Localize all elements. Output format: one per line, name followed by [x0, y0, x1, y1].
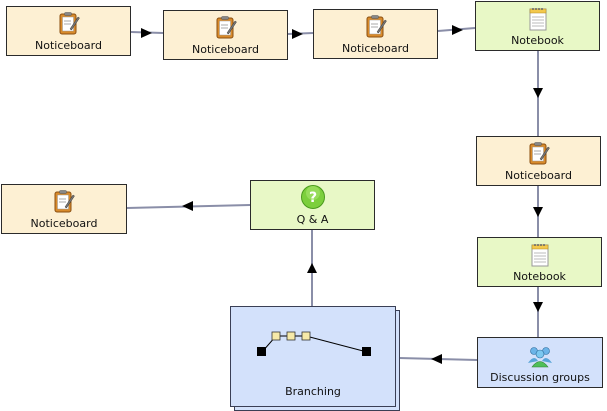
- activity-noticeboard-5[interactable]: Noticeboard: [1, 184, 127, 234]
- svg-text:?: ?: [308, 190, 316, 206]
- clipboard-pencil-icon: [54, 190, 75, 213]
- activity-label: Branching: [285, 385, 341, 398]
- activity-branching[interactable]: Branching: [230, 306, 396, 407]
- activity-qa[interactable]: ? Q & A: [250, 180, 375, 230]
- activity-label: Q & A: [296, 213, 329, 226]
- clipboard-pencil-icon: [216, 16, 237, 39]
- activity-noticeboard-3[interactable]: Noticeboard: [313, 9, 438, 59]
- arrowhead-n7-n8: [431, 354, 442, 364]
- arrowhead-n4-n5: [533, 88, 543, 98]
- activity-label: Noticeboard: [192, 43, 259, 56]
- activity-notebook-2[interactable]: Notebook: [477, 237, 602, 287]
- arrowhead-n6-n7: [533, 302, 543, 312]
- activity-label: Notebook: [513, 270, 566, 283]
- clipboard-pencil-icon: [366, 15, 387, 38]
- activity-noticeboard-2[interactable]: Noticeboard: [163, 10, 288, 60]
- arrowhead-n5-n6: [533, 207, 543, 217]
- notepad-icon: [529, 8, 546, 31]
- arrowhead-n8-n9: [307, 263, 317, 273]
- notepad-icon: [531, 244, 548, 267]
- activity-noticeboard-1[interactable]: Noticeboard: [6, 6, 131, 56]
- activity-label: Discussion groups: [490, 371, 590, 384]
- clipboard-pencil-icon: [59, 12, 80, 35]
- question-circle-icon: ?: [300, 185, 325, 209]
- activity-label: Notebook: [511, 34, 564, 47]
- arrowhead-n2-n3: [292, 29, 303, 39]
- activity-noticeboard-4[interactable]: Noticeboard: [476, 136, 601, 186]
- clipboard-pencil-icon: [529, 142, 550, 165]
- arrowhead-n3-n4: [452, 25, 463, 35]
- activity-label: Noticeboard: [35, 39, 102, 52]
- activity-discussion-groups[interactable]: Discussion groups: [477, 337, 603, 388]
- arrowhead-n1-n2: [141, 28, 152, 38]
- activity-label: Noticeboard: [30, 217, 98, 230]
- branching-graph-icon: [257, 331, 371, 356]
- people-group-icon: [528, 347, 552, 368]
- activity-label: Noticeboard: [505, 169, 572, 182]
- activity-label: Noticeboard: [342, 42, 409, 55]
- arrowhead-n9-n10: [182, 201, 193, 211]
- activity-notebook-1[interactable]: Notebook: [475, 1, 600, 51]
